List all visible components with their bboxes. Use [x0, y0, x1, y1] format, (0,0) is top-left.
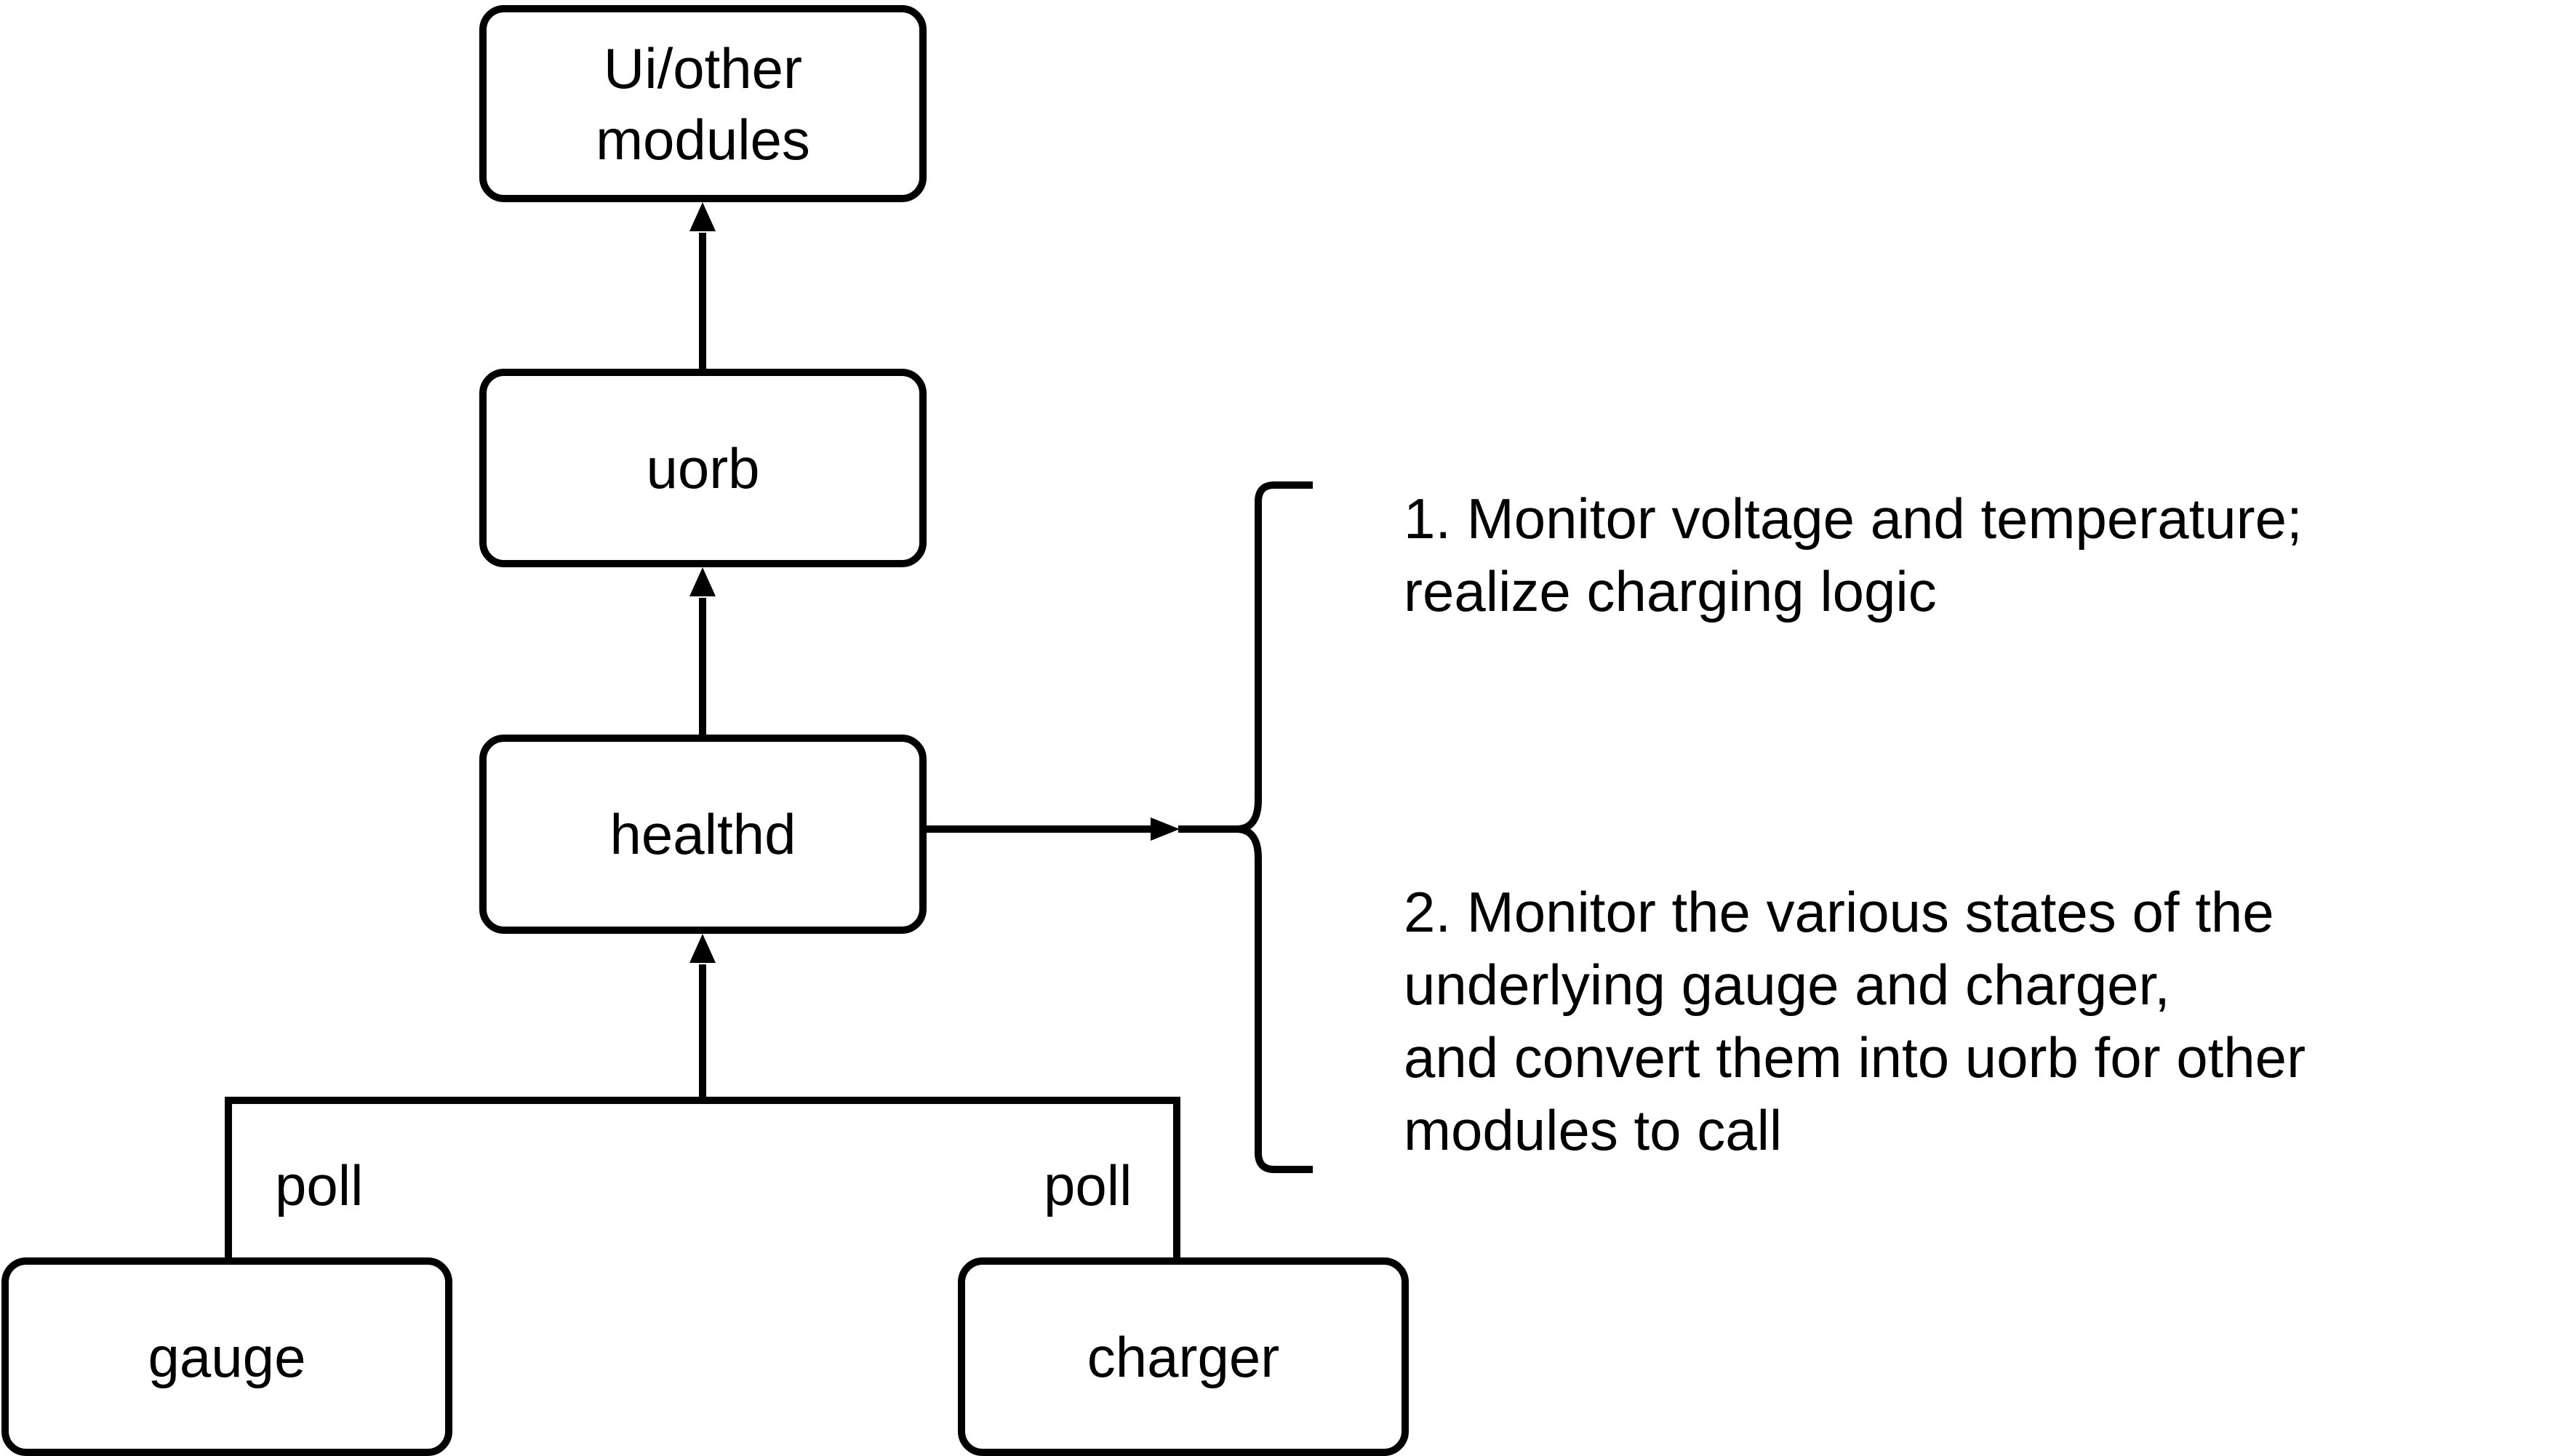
healthd-label: healthd	[609, 802, 796, 866]
charger-label: charger	[1087, 1324, 1280, 1389]
gauge-label: gauge	[148, 1324, 306, 1389]
arrowhead-uorb	[689, 567, 716, 596]
uorb-box: uorb	[479, 369, 927, 567]
curly-brace	[1233, 481, 1313, 1173]
poll-label-charger: poll	[1044, 1153, 1132, 1217]
charger-box: charger	[958, 1257, 1409, 1456]
gauge-box: gauge	[1, 1257, 452, 1456]
uorb-label: uorb	[646, 436, 760, 500]
arrowhead-ui	[689, 202, 716, 231]
healthd-box: healthd	[479, 735, 927, 934]
note-monitor-states: 2. Monitor the various states of the und…	[1404, 880, 2306, 1162]
ui-other-modules-label: Ui/other modules	[596, 36, 810, 172]
note-monitor-voltage: 1. Monitor voltage and temperature; real…	[1404, 487, 2303, 623]
poll-label-gauge: poll	[275, 1153, 364, 1217]
arrowhead-notes	[1151, 817, 1180, 841]
arrowhead-healthd	[689, 934, 716, 963]
ui-other-modules-box: Ui/other modules	[479, 5, 927, 202]
